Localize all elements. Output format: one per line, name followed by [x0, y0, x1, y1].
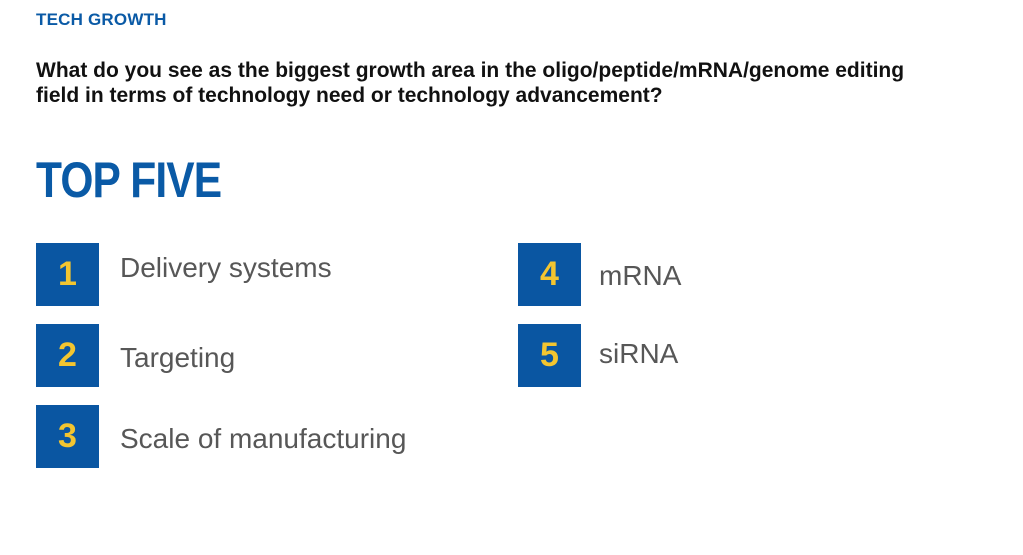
rank-badge: 2	[36, 324, 99, 387]
rank-badge: 4	[518, 243, 581, 306]
survey-question: What do you see as the biggest growth ar…	[36, 59, 905, 107]
section-kicker: TECH GROWTH	[36, 10, 167, 29]
rank-badge: 1	[36, 243, 99, 306]
item-label: siRNA	[599, 338, 679, 369]
rank-badge: 3	[36, 405, 99, 468]
rank-badge: 5	[518, 324, 581, 387]
headline: TOP FIVE	[36, 152, 222, 208]
item-label: Delivery systems	[120, 252, 332, 283]
item-label: mRNA	[599, 260, 682, 291]
item-label: Targeting	[120, 342, 236, 373]
item-label: Scale of manufacturing	[120, 423, 407, 454]
